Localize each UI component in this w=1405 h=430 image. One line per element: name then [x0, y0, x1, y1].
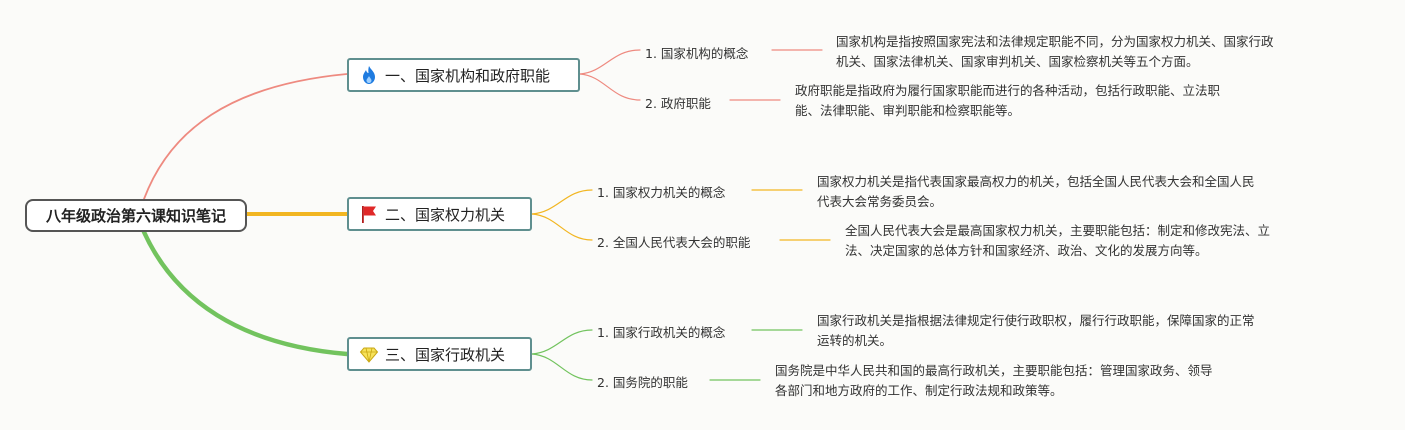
- subtopic-2-1[interactable]: 1. 国家权力机关的概念: [597, 185, 726, 200]
- branch-topic-1[interactable]: 一、国家机构和政府职能: [347, 58, 580, 92]
- subtopic-1-2[interactable]: 2. 政府职能: [645, 96, 711, 111]
- connector-root-branch-1: [143, 73, 348, 200]
- detail-3-1: 国家行政机关是指根据法律规定行使行政职权，履行行政职能，保障国家的正常 运转的机…: [817, 311, 1255, 351]
- connector-branch-1-sub-2: [579, 73, 641, 101]
- connector-branch-2-sub-2: [531, 213, 593, 241]
- branch-topic-3-label: 三、国家行政机关: [385, 345, 506, 364]
- detail-line: 代表大会常务委员会。: [817, 194, 943, 209]
- connector-branch-2-sub-1: [531, 189, 593, 215]
- detail-line: 国家机构是指按照国家宪法和法律规定职能不同，分为国家权力机关、国家行政: [836, 34, 1274, 49]
- subtopic-2-2[interactable]: 2. 全国人民代表大会的职能: [597, 235, 751, 250]
- diamond-icon: [359, 344, 379, 364]
- detail-1-1: 国家机构是指按照国家宪法和法律规定职能不同，分为国家权力机关、国家行政 机关、国…: [836, 32, 1274, 72]
- branch-topic-2[interactable]: 二、国家权力机关: [347, 197, 532, 231]
- red-flag-icon: [359, 204, 379, 224]
- detail-line: 政府职能是指政府为履行国家职能而进行的各种活动，包括行政职能、立法职: [795, 83, 1221, 98]
- detail-line: 国家权力机关是指代表国家最高权力的机关，包括全国人民代表大会和全国人民: [817, 174, 1255, 189]
- detail-3-2: 国务院是中华人民共和国的最高行政机关，主要职能包括：管理国家政务、领导 各部门和…: [775, 361, 1213, 401]
- fire-icon: [359, 65, 379, 85]
- branch-topic-2-label: 二、国家权力机关: [385, 205, 506, 224]
- subtopic-1-1[interactable]: 1. 国家机构的概念: [645, 46, 749, 61]
- detail-line: 运转的机关。: [817, 333, 893, 348]
- branch-topic-1-label: 一、国家机构和政府职能: [385, 66, 551, 85]
- subtopic-3-2[interactable]: 2. 国务院的职能: [597, 375, 688, 390]
- detail-2-2: 全国人民代表大会是最高国家权力机关，主要职能包括：制定和修改宪法、立 法、决定国…: [845, 221, 1270, 261]
- detail-1-2: 政府职能是指政府为履行国家职能而进行的各种活动，包括行政职能、立法职 能、法律职…: [795, 81, 1220, 121]
- detail-line: 机关、国家法律机关、国家审判机关、国家检察机关等五个方面。: [836, 54, 1199, 69]
- detail-line: 能、法律职能、审判职能和检察职能等。: [795, 103, 1021, 118]
- branch-topic-3[interactable]: 三、国家行政机关: [347, 337, 532, 371]
- detail-line: 全国人民代表大会是最高国家权力机关，主要职能包括：制定和修改宪法、立: [845, 223, 1271, 238]
- detail-line: 国务院是中华人民共和国的最高行政机关，主要职能包括：管理国家政务、领导: [775, 363, 1213, 378]
- connector-root-branch-3: [141, 229, 350, 357]
- connector-branch-3-sub-1: [531, 329, 593, 355]
- connector-branch-3-sub-2: [531, 353, 593, 381]
- detail-line: 法、决定国家的总体方针和国家经济、政治、文化的发展方向等。: [845, 243, 1208, 258]
- root-topic-label: 八年级政治第六课知识笔记: [45, 207, 226, 225]
- detail-line: 国家行政机关是指根据法律规定行使行政职权，履行行政职能，保障国家的正常: [817, 313, 1255, 328]
- detail-2-1: 国家权力机关是指代表国家最高权力的机关，包括全国人民代表大会和全国人民 代表大会…: [817, 172, 1255, 212]
- root-topic[interactable]: 八年级政治第六课知识笔记: [25, 199, 247, 232]
- subtopic-3-1[interactable]: 1. 国家行政机关的概念: [597, 325, 726, 340]
- detail-line: 各部门和地方政府的工作、制定行政法规和政策等。: [775, 383, 1063, 398]
- connector-branch-1-sub-1: [579, 49, 641, 75]
